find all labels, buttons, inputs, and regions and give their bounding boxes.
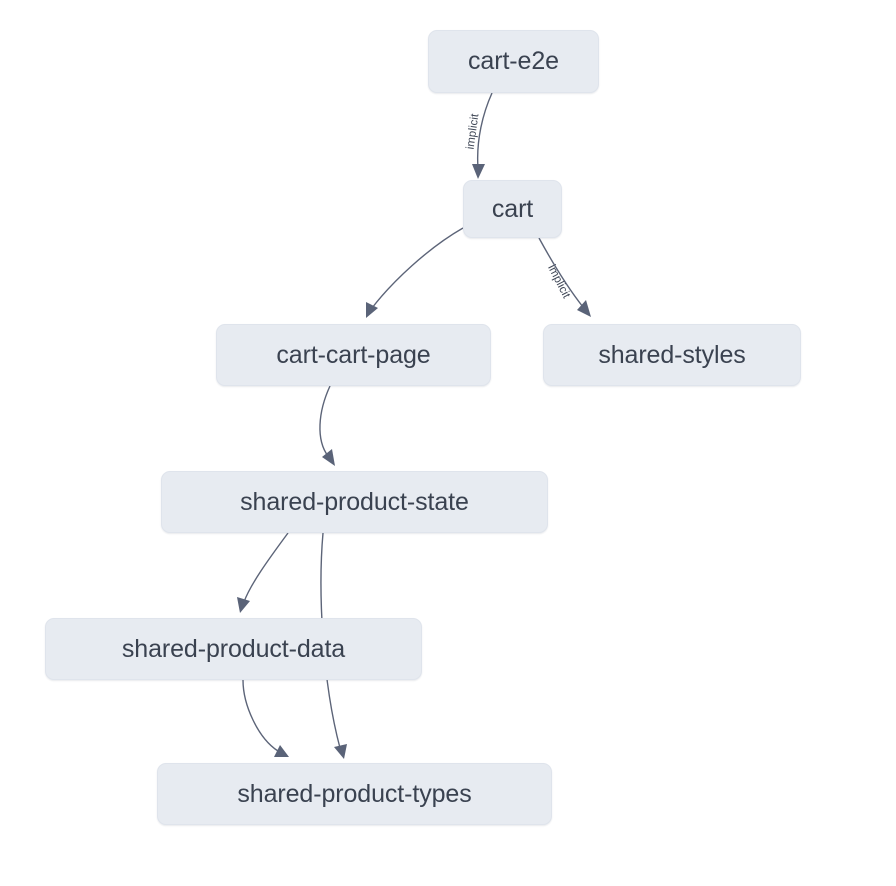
- graph-node-label: shared-product-data: [121, 634, 346, 663]
- arrowhead-icon: [237, 597, 250, 613]
- edge-cart-cart-page-to-shared-product-state: [319, 385, 335, 466]
- edge-cart-to-shared-styles: implicit: [538, 237, 591, 317]
- graph-node-label: cart-cart-page: [276, 340, 431, 369]
- graph-node-cart-cart-page[interactable]: cart-cart-page: [216, 324, 491, 386]
- arrowhead-icon: [334, 744, 347, 759]
- edge-label-implicit-1: implicit: [465, 112, 482, 150]
- graph-node-cart-e2e[interactable]: cart-e2e: [428, 30, 599, 93]
- edge-label-implicit-2: implicit: [545, 263, 572, 301]
- graph-node-shared-styles[interactable]: shared-styles: [543, 324, 801, 386]
- graph-node-label: cart: [491, 194, 534, 223]
- graph-node-label: shared-styles: [598, 340, 746, 369]
- arrowhead-icon: [274, 745, 289, 757]
- edge-shared-product-data-to-shared-product-types: [242, 679, 289, 757]
- arrowhead-icon: [322, 449, 335, 466]
- edge-cart-e2e-to-cart: implicit: [465, 92, 493, 179]
- graph-node-label: cart-e2e: [468, 47, 559, 75]
- graph-node-label: shared-product-types: [237, 779, 472, 808]
- graph-node-shared-product-state[interactable]: shared-product-state: [161, 471, 548, 533]
- arrowhead-icon: [472, 164, 485, 179]
- edge-shared-product-state-to-shared-product-data: [237, 532, 289, 613]
- graph-node-shared-product-data[interactable]: shared-product-data: [45, 618, 422, 680]
- arrowhead-icon: [577, 300, 591, 317]
- edge-path: [319, 385, 331, 457]
- edge-path: [538, 237, 584, 308]
- edge-path: [371, 227, 464, 309]
- graph-node-shared-product-types[interactable]: shared-product-types: [157, 763, 552, 825]
- edge-path: [476, 92, 493, 169]
- edge-path: [242, 679, 279, 752]
- arrowhead-icon: [366, 302, 378, 318]
- graph-node-cart[interactable]: cart: [463, 180, 562, 238]
- graph-node-label: shared-product-state: [240, 487, 469, 516]
- edge-path: [243, 532, 289, 603]
- edge-cart-to-cart-cart-page: [366, 227, 464, 318]
